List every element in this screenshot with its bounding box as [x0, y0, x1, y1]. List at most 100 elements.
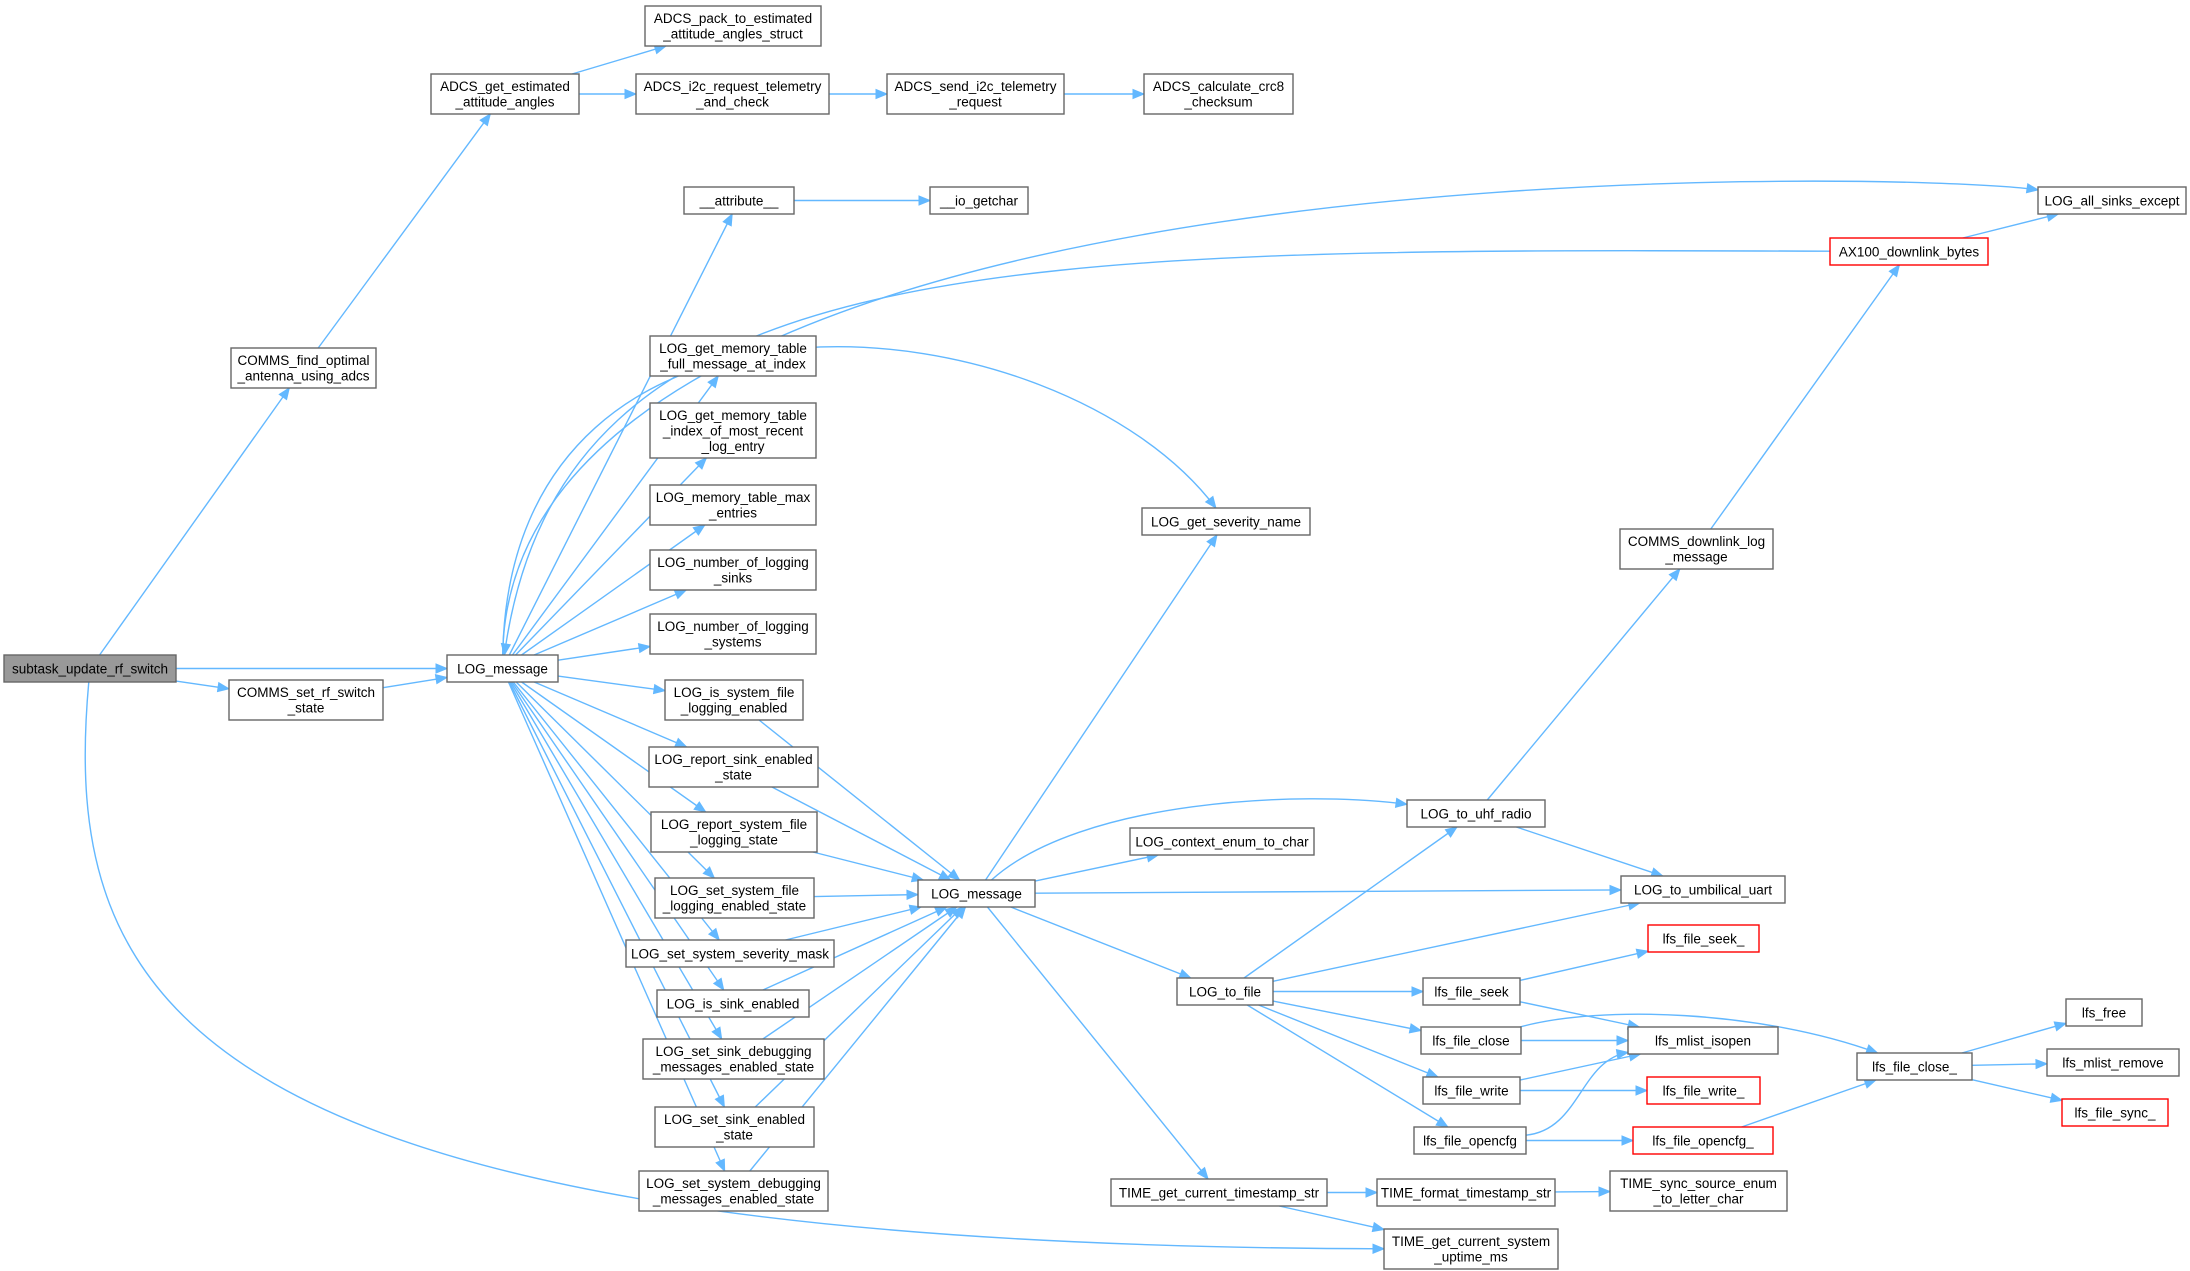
- node-box: [650, 811, 818, 853]
- node-label-line: lfs_mlist_remove: [2062, 1055, 2163, 1070]
- node-label-line: __attribute__: [699, 193, 779, 208]
- edge-n_log_message_1-to-n_is_sink_en: [511, 681, 725, 991]
- node-report-sys[interactable]: LOG_report_system_file_logging_state: [650, 811, 818, 853]
- node-label-line: lfs_file_write: [1434, 1083, 1508, 1098]
- node-report-sink[interactable]: LOG_report_sink_enabled_state: [648, 746, 819, 788]
- arrowhead-n_lfs_close_-to-n_lfs_free: [2053, 1021, 2068, 1032]
- node-box: [648, 746, 819, 788]
- node-box: [446, 654, 559, 683]
- node-set-sink-en[interactable]: LOG_set_sink_enabled_state: [654, 1106, 815, 1148]
- node-time-uptime[interactable]: TIME_get_current_system_uptime_ms: [1383, 1228, 1559, 1270]
- node-label-line: _state: [714, 768, 752, 783]
- node-log-message-2[interactable]: LOG_message: [917, 879, 1036, 908]
- node-box: [1609, 1170, 1788, 1212]
- edge-n_log_message_2-to-n_ctx_enum: [1034, 854, 1159, 882]
- node-num-systems[interactable]: LOG_number_of_logging_systems: [649, 613, 817, 655]
- node-lfs-close[interactable]: lfs_file_close: [1420, 1026, 1522, 1055]
- node-lfs-seek[interactable]: lfs_file_seek: [1422, 977, 1521, 1006]
- arrowhead-n_attribute-to-n_io_getchar: [918, 195, 932, 206]
- node-get-mem-full[interactable]: LOG_get_memory_table_full_message_at_ind…: [649, 335, 817, 377]
- arrowhead-n_log_message_1-to-n_sev_name: [1204, 495, 1217, 510]
- edge-n_lfs_close_-to-n_lfs_mlist_rm: [1971, 1063, 2048, 1067]
- node-attribute[interactable]: __attribute__: [683, 186, 795, 215]
- node-to-umb[interactable]: LOG_to_umbilical_uart: [1620, 875, 1786, 904]
- arrowhead-n_sys_file_en-to-n_log_message_2: [947, 868, 961, 881]
- node-lfs-mlist-rm[interactable]: lfs_mlist_remove: [2046, 1048, 2180, 1077]
- node-label-line: lfs_file_close_: [1872, 1059, 1957, 1074]
- node-label-line: _systems: [703, 635, 761, 650]
- arrowhead-n_subtask-to-n_log_message_1: [435, 663, 449, 674]
- node-time-ts[interactable]: TIME_get_current_timestamp_str: [1110, 1178, 1328, 1207]
- node-set-sev-mask[interactable]: LOG_set_system_severity_mask: [625, 939, 835, 968]
- node-box: [654, 1106, 815, 1148]
- edge-n_to_file-to-n_lfs_close: [1272, 1000, 1422, 1032]
- node-lfs-opencfg[interactable]: lfs_file_opencfg: [1413, 1126, 1527, 1155]
- node-mem-max[interactable]: LOG_memory_table_max_entries: [649, 484, 817, 526]
- node-lfs-opencfg-[interactable]: lfs_file_opencfg_: [1632, 1126, 1774, 1155]
- node-log-all-sinks[interactable]: LOG_all_sinks_except: [2037, 186, 2187, 215]
- node-box: [1143, 73, 1294, 115]
- node-log-message-1[interactable]: LOG_message: [446, 654, 559, 683]
- node-label-line: LOG_message: [457, 661, 548, 676]
- node-subtask[interactable]: subtask_update_rf_switch: [3, 654, 177, 683]
- node-is-sink-en[interactable]: LOG_is_sink_enabled: [656, 989, 810, 1018]
- node-label-line: ADCS_get_estimated: [440, 79, 570, 94]
- node-label-line: LOG_number_of_logging: [657, 555, 809, 570]
- node-adcs-crc[interactable]: ADCS_calculate_crc8_checksum: [1143, 73, 1294, 115]
- node-label-line: LOG_to_uhf_radio: [1420, 806, 1531, 821]
- node-ctx-enum[interactable]: LOG_context_enum_to_char: [1129, 827, 1315, 856]
- node-lfs-sync[interactable]: lfs_file_sync_: [2061, 1098, 2169, 1127]
- node-lfs-free[interactable]: lfs_free: [2065, 998, 2143, 1027]
- node-label-line: TIME_format_timestamp_str: [1381, 1185, 1552, 1200]
- node-time-sync[interactable]: TIME_sync_source_enum_to_letter_char: [1609, 1170, 1788, 1212]
- node-lfs-seek-[interactable]: lfs_file_seek_: [1647, 924, 1760, 953]
- node-ax100[interactable]: AX100_downlink_bytes: [1829, 237, 1989, 266]
- node-box: [1129, 827, 1315, 856]
- node-lfs-close-[interactable]: lfs_file_close_: [1856, 1052, 1973, 1081]
- node-get-mem-index[interactable]: LOG_get_memory_table_index_of_most_recen…: [649, 402, 817, 459]
- edge-n_log_message_1-to-n_report_sys: [521, 681, 707, 813]
- node-label-line: _attitude_angles: [454, 95, 554, 110]
- node-box: [654, 877, 815, 919]
- node-label-line: TIME_get_current_system: [1392, 1234, 1550, 1249]
- node-box: [917, 879, 1036, 908]
- node-comms-set[interactable]: COMMS_set_rf_switch_state: [228, 679, 384, 721]
- edge-n_lfs_close_-to-n_lfs_free: [1961, 1022, 2067, 1054]
- node-adcs-send[interactable]: ADCS_send_i2c_telemetry_request: [886, 73, 1065, 115]
- node-set-sink-dbg[interactable]: LOG_set_sink_debugging_messages_enabled_…: [642, 1038, 825, 1080]
- edge-n_log_message_1-to-n_sys_file_en: [557, 675, 666, 692]
- node-adcs-i2c[interactable]: ADCS_i2c_request_telemetry_and_check: [635, 73, 830, 115]
- node-to-file[interactable]: LOG_to_file: [1176, 977, 1274, 1006]
- node-set-sys-file[interactable]: LOG_set_system_file_logging_enabled_stat…: [654, 877, 815, 919]
- node-label-line: LOG_get_severity_name: [1151, 514, 1301, 529]
- node-num-sinks[interactable]: LOG_number_of_logging_sinks: [649, 549, 817, 591]
- edge-n_adcs_get-to-n_adcs_pack: [571, 45, 667, 75]
- node-io-getchar[interactable]: __io_getchar: [929, 186, 1029, 215]
- node-sev-name[interactable]: LOG_get_severity_name: [1141, 507, 1311, 536]
- edge-n_ax100-to-n_log_all_sinks: [1962, 213, 2059, 239]
- edge-n_lfs_write-to-n_lfs_mlist: [1519, 1053, 1641, 1081]
- node-adcs-pack[interactable]: ADCS_pack_to_estimated_attitude_angles_s…: [644, 5, 822, 47]
- edge-n_log_message_1-to-n_attribute: [508, 213, 733, 656]
- node-time-fmt[interactable]: TIME_format_timestamp_str: [1376, 1178, 1556, 1207]
- arrowhead-n_log_message_2-to-n_sev_name: [1206, 533, 1218, 548]
- node-lfs-write[interactable]: lfs_file_write: [1422, 1076, 1521, 1105]
- edges-layer: [84, 44, 2068, 1255]
- node-comms-find[interactable]: COMMS_find_optimal_antenna_using_adcs: [230, 347, 377, 389]
- node-set-sys-dbg[interactable]: LOG_set_system_debugging_messages_enable…: [638, 1170, 829, 1212]
- arrowhead-n_comms_find-to-n_adcs_get: [479, 112, 492, 127]
- node-sys-file-en[interactable]: LOG_is_system_file_logging_enabled: [664, 679, 804, 721]
- node-lfs-mlist[interactable]: lfs_mlist_isopen: [1627, 1026, 1779, 1055]
- node-lfs-write-[interactable]: lfs_file_write_: [1646, 1076, 1761, 1105]
- arrowhead-n_lfs_close_-to-n_lfs_mlist_rm: [2035, 1058, 2049, 1070]
- node-label-line: lfs_file_opencfg_: [1652, 1133, 1754, 1148]
- node-to-uhf[interactable]: LOG_to_uhf_radio: [1406, 799, 1546, 828]
- node-adcs-get[interactable]: ADCS_get_estimated_attitude_angles: [430, 73, 580, 115]
- node-box: [635, 73, 830, 115]
- node-label-line: subtask_update_rf_switch: [12, 661, 168, 676]
- node-comms-dl[interactable]: COMMS_downlink_log_message: [1619, 528, 1774, 570]
- node-box: [1413, 1126, 1527, 1155]
- arrowhead-n_time_ts-to-n_time_fmt: [1365, 1187, 1379, 1198]
- node-box: [228, 679, 384, 721]
- node-label-line: LOG_to_umbilical_uart: [1634, 882, 1772, 897]
